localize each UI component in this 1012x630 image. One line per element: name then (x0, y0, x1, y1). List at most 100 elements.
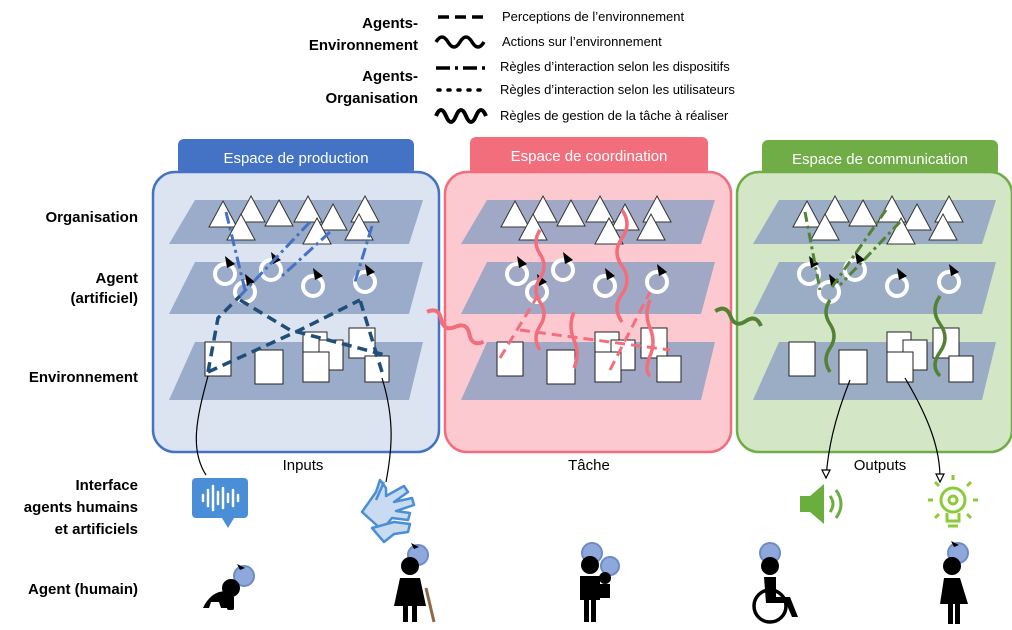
legend-label-1: Actions sur l’environnement (502, 34, 662, 49)
coordination-perception-link (519, 328, 671, 352)
organisation-triangle (318, 202, 348, 231)
task-rule-link (615, 208, 629, 324)
artificial-agent (505, 262, 529, 286)
communication-action-link (933, 294, 947, 378)
organisation-triangle (518, 212, 548, 241)
row-label-organisation: Organisation (45, 209, 138, 226)
agent-head (657, 264, 667, 276)
artificial-agent (213, 262, 237, 286)
legend-label-0: Perceptions de l’environnement (502, 9, 684, 24)
crawling-baby-icon (203, 564, 255, 610)
sign-language-icon (360, 478, 416, 544)
perception-link (239, 298, 386, 357)
row-labels: Organisation Agent (artificiel) Environn… (24, 209, 138, 598)
agent-plane-2 (753, 262, 996, 314)
caption-inputs: Inputs (283, 457, 324, 474)
agent-head (563, 252, 573, 264)
organisation-triangle (264, 198, 294, 227)
perception-link (206, 294, 242, 373)
agent-head (897, 268, 907, 280)
row-label-interface-3: et artificiels (55, 521, 138, 538)
environment-document (838, 349, 868, 385)
row-label-interface-1: Interface (75, 477, 138, 494)
artificial-agent (301, 274, 325, 298)
legend-zigzag-line (434, 108, 488, 124)
space-production-title: Espace de production (223, 150, 368, 167)
wheelchair-user-icon (752, 542, 798, 624)
coordination-perception-link (498, 291, 542, 359)
environment-document (594, 351, 622, 383)
interface-connectors (195, 375, 945, 484)
interaction-rule-link (238, 220, 312, 298)
artificial-agent (551, 258, 575, 282)
task-rule-link (569, 311, 579, 369)
artificial-agent (885, 274, 909, 298)
organisation-triangle (208, 199, 238, 228)
cross-panel-link-1 (426, 308, 485, 346)
perception-link (358, 299, 384, 373)
organisation-triangle (500, 199, 530, 228)
caption-tache: Tâche (568, 457, 610, 474)
communication-rule-link (838, 220, 902, 287)
legend: Agents- Environnement Agents- Organisati… (309, 9, 735, 124)
agent-head (225, 256, 235, 268)
environment-document (656, 355, 682, 383)
organisation-triangle (528, 194, 558, 223)
artificial-agent (797, 262, 821, 286)
space-coordination-tab (470, 137, 708, 175)
agent-head (313, 268, 323, 280)
agent-plane-0 (169, 262, 423, 314)
environment-document (546, 349, 576, 385)
organisation-triangle (928, 212, 958, 241)
legend-wavy-line (434, 35, 486, 49)
organisation-triangle (886, 216, 916, 245)
environment-document (886, 351, 914, 383)
organisation-triangle (594, 216, 624, 245)
legend-group-org-line1: Agents- (362, 68, 418, 85)
space-coordination-title: Espace de coordination (511, 148, 668, 165)
lightbulb-icon (928, 475, 978, 528)
agent-head (245, 274, 255, 286)
interface-icons (192, 475, 978, 544)
agent-plane-1 (461, 262, 715, 314)
elderly-woman-icon (394, 543, 436, 623)
communication-rule-link (803, 211, 822, 291)
organisation-triangle (848, 198, 878, 227)
environment-document (254, 349, 284, 385)
interaction-rule-link (224, 211, 247, 291)
woman-icon (940, 541, 969, 624)
communication-rule-link (828, 209, 888, 291)
legend-group-env-line2: Environnement (309, 37, 418, 54)
artificial-agent (937, 270, 961, 294)
agent-head (365, 264, 375, 276)
organisation-triangle (902, 202, 932, 231)
legend-label-4: Règles de gestion de la tâche à réaliser (500, 108, 729, 123)
legend-label-3: Règles d’interaction selon les utilisate… (500, 82, 735, 97)
environment-document (788, 341, 816, 377)
row-label-agent-2: (artificiel) (70, 290, 138, 307)
row-label-environnement: Environnement (29, 369, 138, 386)
cross-panel-link-2 (714, 306, 763, 327)
space-communication-tab (762, 140, 998, 176)
task-rule-link (645, 299, 655, 378)
speaker-icon (800, 484, 843, 524)
artificial-agent (593, 274, 617, 298)
task-rule-link (534, 229, 546, 351)
organisation-triangle (236, 194, 266, 223)
environment-document (496, 341, 524, 377)
environment-document (302, 351, 330, 383)
organisation-triangle (877, 194, 907, 223)
agent-head (605, 268, 615, 280)
environment-document (948, 355, 974, 383)
interaction-rule-link (280, 230, 332, 278)
row-label-agent-1: Agent (96, 270, 139, 287)
artificial-agent (353, 270, 377, 294)
agent-head (949, 264, 959, 276)
legend-label-2: Règles d’interaction selon les dispositi… (500, 59, 730, 74)
row-label-interface-2: agents humains (24, 499, 138, 516)
communication-action-link (824, 299, 836, 373)
legend-group-org-line2: Organisation (325, 90, 418, 107)
row-label-agent-humain: Agent (humain) (28, 581, 138, 598)
space-communication-title: Espace de communication (792, 151, 968, 168)
